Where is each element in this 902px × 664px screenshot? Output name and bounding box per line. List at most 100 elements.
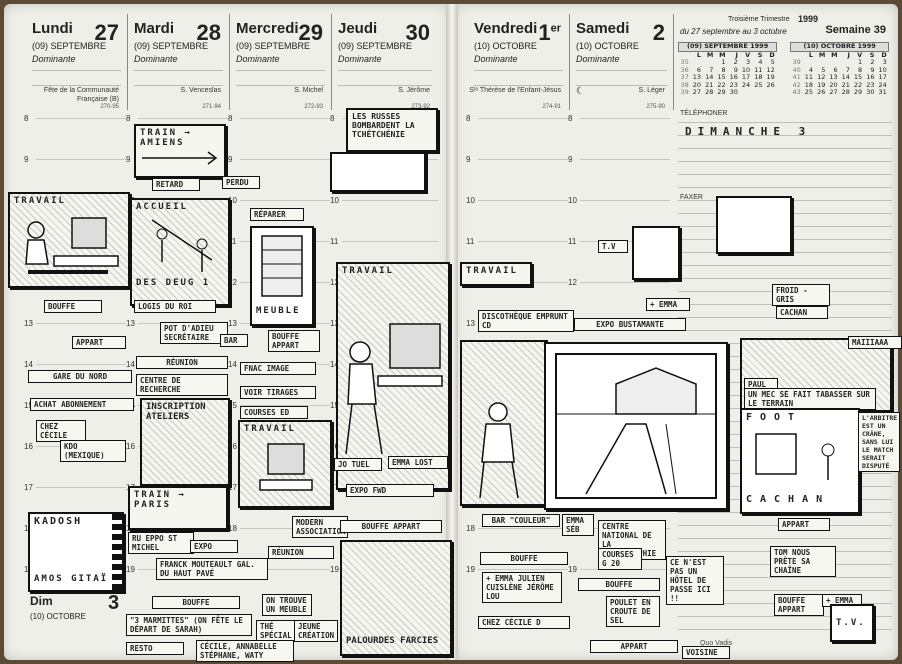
hour-label: 10 xyxy=(466,196,475,205)
logis-note: LOGIS DU ROI xyxy=(134,300,216,313)
sketch-label: TRAVAIL xyxy=(14,196,66,206)
calendar-weekday: M xyxy=(818,50,826,59)
day-code: 272-93 xyxy=(304,104,323,110)
calendar-day: 37 xyxy=(680,73,689,81)
calendar-day: 31 xyxy=(878,88,887,96)
franck-note: FRANCK MOUTEAULT GAL. DU HAUT PAVÉ xyxy=(156,558,268,580)
computer-drawing xyxy=(259,443,313,491)
hour-label: 14 xyxy=(330,360,339,369)
book-gutter xyxy=(446,4,458,660)
week-number: Semaine 39 xyxy=(825,24,886,36)
hour-label: 14 xyxy=(24,360,33,369)
week-header: Troisième Trimestre 19 9 9 du 27 septembre… xyxy=(677,14,892,110)
dominante-line xyxy=(576,70,667,86)
emma-julien-note: + EMMA JULIEN CUISLÈNE JÉRÔME LOU xyxy=(482,572,562,603)
sketch-label: T.V. xyxy=(836,618,866,628)
sketch-label: LES RUSSES BOMBARDENT LA TCHÉTCHÉNIE xyxy=(352,112,415,139)
hour-label: 13 xyxy=(466,319,475,328)
tom-note: TOM NOUS PRÊTE SA CHAÎNE xyxy=(770,546,836,577)
calendar-day: 1 xyxy=(858,58,863,66)
ruled-line xyxy=(678,590,892,591)
voir-tirages-note: VOIR TIRAGES xyxy=(240,386,316,399)
sunday-number: 3 xyxy=(108,592,120,614)
day-month: (10) OCTOBRE xyxy=(474,41,537,51)
moon-icon: ☾ xyxy=(576,86,585,97)
ruled-line xyxy=(678,577,892,578)
appart-samedi-note: APPART xyxy=(590,640,678,653)
desk-worker-drawing xyxy=(479,402,519,499)
day-number-suffix: er xyxy=(550,22,561,35)
bouffe-vendredi-note: BOUFFE xyxy=(480,552,568,565)
dominante-line xyxy=(134,70,223,86)
sketch-label: TRAVAIL xyxy=(244,424,296,434)
ruled-line xyxy=(678,278,892,279)
calendar-day: 27 xyxy=(829,88,838,96)
poulet-note: POULET EN CROUTE DE SEL xyxy=(606,596,660,627)
hour-label: 12 xyxy=(228,278,237,287)
ruled-line xyxy=(678,616,892,617)
trimestre-label: Troisième Trimestre xyxy=(728,16,790,23)
hour-line xyxy=(478,159,568,160)
ruled-line xyxy=(678,629,892,630)
tv-cow-drawing xyxy=(632,226,680,280)
calendar-day: 15 xyxy=(853,73,863,81)
calendar-day: 17 xyxy=(741,73,751,81)
chez-cecile-note: CHEZ CÉCILE xyxy=(36,420,86,442)
week-range: du 27 septembre au 3 octobre xyxy=(680,27,787,36)
calendar-day: 6 xyxy=(696,65,702,74)
resto-note: RESTO xyxy=(126,642,184,655)
hour-label: 19 xyxy=(568,565,577,574)
calendar-day: 9 xyxy=(733,65,738,74)
centre-recherche-note: CENTRE DE RECHERCHE xyxy=(136,374,228,396)
ruled-line xyxy=(678,174,892,175)
calendar-day: 18 xyxy=(754,73,763,81)
expo-bustamante-note: EXPO BUSTAMANTE xyxy=(574,318,686,331)
hour-line xyxy=(36,487,126,488)
hour-label: 18 xyxy=(466,524,475,533)
calendar-day: 12 xyxy=(766,65,775,74)
calendar-day: 38 xyxy=(680,80,689,89)
bouffe-appart-note: BOUFFE APPART xyxy=(268,330,320,352)
ruled-line xyxy=(678,148,892,149)
bouffe-note: BOUFFE xyxy=(44,300,102,313)
gare-nord-note: GARE DU NORD xyxy=(28,370,132,383)
hour-label: 9 xyxy=(568,155,573,164)
calendar-day: 12 xyxy=(817,73,826,81)
calendar-day: 2 xyxy=(870,58,875,66)
calendar-day: 20 xyxy=(829,80,838,89)
calendar-day: 9 xyxy=(870,65,875,74)
marmittes-note: "3 MARMITTES" (ON FÊTE LE DÉPART DE SARA… xyxy=(126,614,252,636)
hour-line xyxy=(240,569,330,570)
calendar-day: 43 xyxy=(792,88,801,96)
train-paris-sketch: TRAIN → PARIS xyxy=(128,486,228,530)
deug-label: DES DEUG 1 xyxy=(136,278,211,288)
saint-name: S. Léger xyxy=(638,87,665,94)
hour-label: 15 xyxy=(24,401,33,410)
hour-label: 11 xyxy=(568,237,577,246)
hour-label: 9 xyxy=(228,155,233,164)
calendar-day: 4 xyxy=(808,65,814,74)
voisine-note: VOISINE xyxy=(682,646,730,659)
explosion-drawing xyxy=(330,152,426,192)
hour-label: 9 xyxy=(466,155,471,164)
day-number-value: 1 xyxy=(538,20,551,45)
ruled-line xyxy=(678,122,892,123)
hour-label: 8 xyxy=(24,114,29,123)
hour-line xyxy=(240,528,330,529)
hour-line xyxy=(478,241,568,242)
dominante-label: Dominante xyxy=(134,54,178,64)
sketch-label: FOOT xyxy=(746,412,803,423)
reunion2-note: RÉUNION xyxy=(268,546,334,559)
hour-line xyxy=(342,200,438,201)
on-trouve-note: ON TROUVE UN MEUBLE xyxy=(262,594,312,616)
achat-note: ACHAT ABONNEMENT xyxy=(30,398,134,411)
calendar-weekday: D xyxy=(769,50,775,59)
calendar-day: 23 xyxy=(729,80,738,89)
calendar-weekday: L xyxy=(696,50,702,59)
bar-couleur-note: BAR "COULEUR" xyxy=(482,514,560,527)
discotheque-note: DISCOTHÈQUE EMPRUNT CD xyxy=(478,310,574,332)
perdu-note: PERDU xyxy=(222,176,260,189)
saint-name: S. Jérôme xyxy=(398,87,430,94)
calendar-day: 19 xyxy=(766,73,775,81)
hour-label: 16 xyxy=(126,442,135,451)
